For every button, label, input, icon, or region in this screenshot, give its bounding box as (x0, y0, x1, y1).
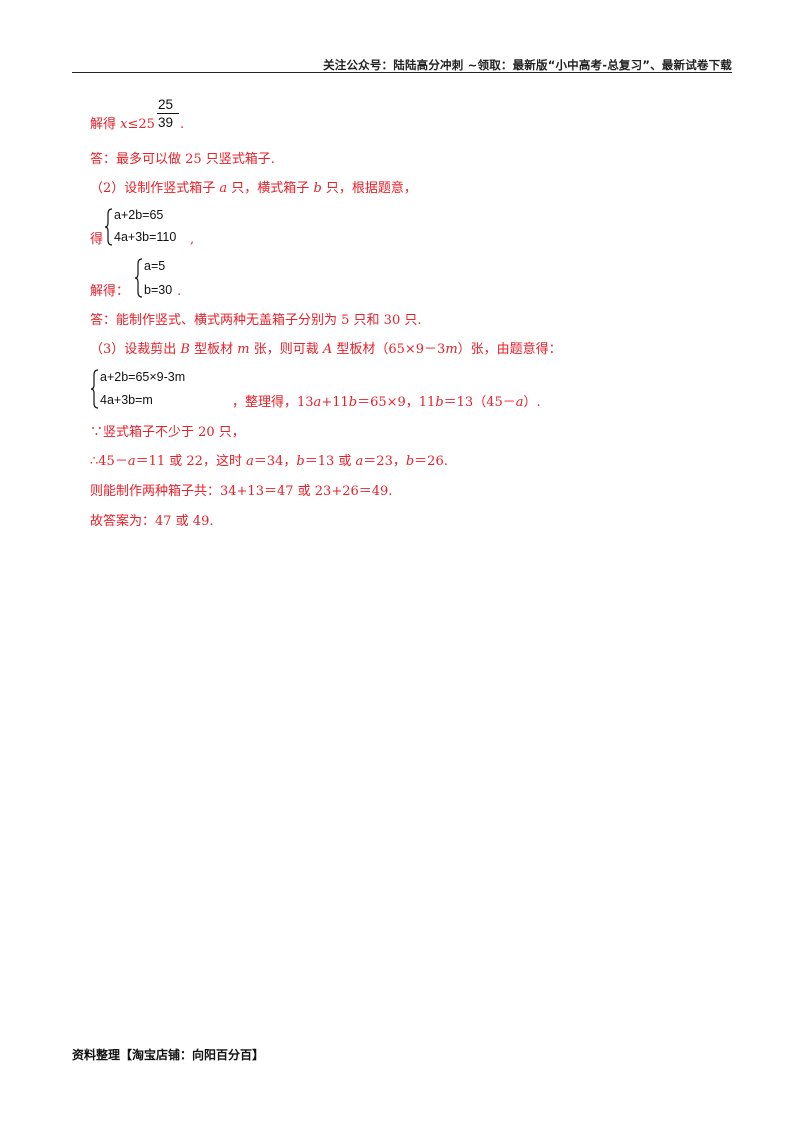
solution-line-4-label: 得 (90, 232, 104, 247)
solution-line-5-label: 解得： (90, 284, 130, 299)
solution-line-3: （2）设制作竖式箱子 a 只，横式箱子 b 只，根据题意， (90, 181, 417, 196)
solution-line-2: 答：最多可以做 25 只竖式箱子. (90, 152, 275, 167)
system-2-eq-1: a=5 (144, 259, 166, 273)
left-brace-icon (90, 369, 99, 409)
solution-line-6: 答：能制作竖式、横式两种无盖箱子分别为 5 只和 30 只. (90, 313, 422, 328)
fraction-end: . (180, 117, 185, 132)
left-brace-icon (104, 208, 113, 246)
system-1-eq-2: 4a+3b=110 (114, 230, 177, 244)
solution-line-10: ∴45－a＝11 或 22，这时 a＝34，b＝13 或 a＝23，b＝26. (90, 454, 448, 469)
system-1-end: , (190, 232, 195, 247)
fraction-bar (157, 113, 179, 114)
left-brace-icon (134, 258, 143, 298)
header-rule (72, 72, 732, 73)
page-header: 关注公众号：陆陆高分冲刺 ~领取：最新版“小中高考-总复习”、最新试卷下载 (323, 58, 732, 72)
fraction-denominator: 39 (158, 115, 174, 130)
solution-line-8: ，整理得，13a+11b＝65×9，11b＝13（45－a）. (232, 395, 541, 410)
solution-line-9: ∵竖式箱子不少于 20 只， (90, 425, 245, 440)
system-3-eq-2: 4a+3b=m (100, 393, 153, 407)
system-2-eq-2: b=30 (144, 283, 173, 297)
solution-line-7: （3）设裁剪出 B 型板材 m 张，则可裁 A 型板材（65×9－3m）张，由题… (90, 342, 562, 357)
system-3-eq-1: a+2b=65×9-3m (100, 370, 186, 384)
solution-line-11: 则能制作两种箱子共：34+13＝47 或 23+26＝49. (90, 484, 393, 499)
solution-line-1: 解得 x≤25 (90, 117, 155, 132)
system-2-end: . (177, 284, 182, 299)
system-1-eq-1: a+2b=65 (114, 208, 164, 222)
fraction-numerator: 25 (158, 97, 174, 112)
solution-line-12: 故答案为：47 或 49. (90, 514, 214, 529)
page-footer: 资料整理【淘宝店铺：向阳百分百】 (72, 1048, 265, 1062)
